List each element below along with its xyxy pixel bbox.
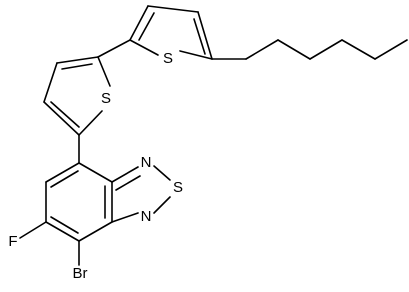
bond bbox=[245, 39, 279, 60]
bond bbox=[56, 56, 99, 64]
bond bbox=[153, 165, 171, 181]
bond bbox=[78, 110, 103, 136]
bond bbox=[179, 50, 213, 60]
bond bbox=[50, 216, 79, 234]
bond bbox=[309, 39, 343, 60]
bond bbox=[45, 221, 80, 242]
bond bbox=[193, 18, 206, 55]
bond bbox=[97, 56, 111, 87]
bond bbox=[50, 101, 80, 128]
bond bbox=[129, 5, 149, 41]
bond bbox=[129, 39, 159, 56]
thiadiazole-sulfur: S bbox=[173, 179, 183, 196]
bond bbox=[138, 12, 155, 41]
bond bbox=[147, 5, 199, 13]
bond bbox=[111, 212, 139, 223]
bond bbox=[50, 170, 79, 188]
bond bbox=[78, 221, 113, 242]
bond bbox=[197, 11, 213, 60]
bond bbox=[78, 162, 113, 183]
bromine-atom: Br bbox=[73, 265, 88, 282]
bond bbox=[19, 221, 47, 239]
bond bbox=[341, 39, 376, 60]
bond bbox=[153, 196, 171, 214]
thiophene-b-sulfur: S bbox=[101, 90, 111, 107]
thiadiazole-nitrogen-bottom: N bbox=[141, 208, 152, 225]
atom-labels: S S N S N F Br bbox=[8, 50, 183, 282]
bond bbox=[277, 39, 311, 60]
thiadiazole-nitrogen-top: N bbox=[141, 154, 152, 171]
bond-lines bbox=[19, 5, 408, 266]
bond bbox=[97, 39, 131, 58]
bond bbox=[374, 39, 408, 60]
bond bbox=[43, 101, 80, 136]
fluorine-atom: F bbox=[8, 233, 17, 250]
thiophene-a-sulfur: S bbox=[163, 50, 173, 67]
bond bbox=[61, 63, 93, 70]
bond bbox=[115, 175, 141, 191]
bond bbox=[43, 62, 58, 103]
bond bbox=[111, 166, 139, 183]
bond bbox=[45, 162, 80, 183]
